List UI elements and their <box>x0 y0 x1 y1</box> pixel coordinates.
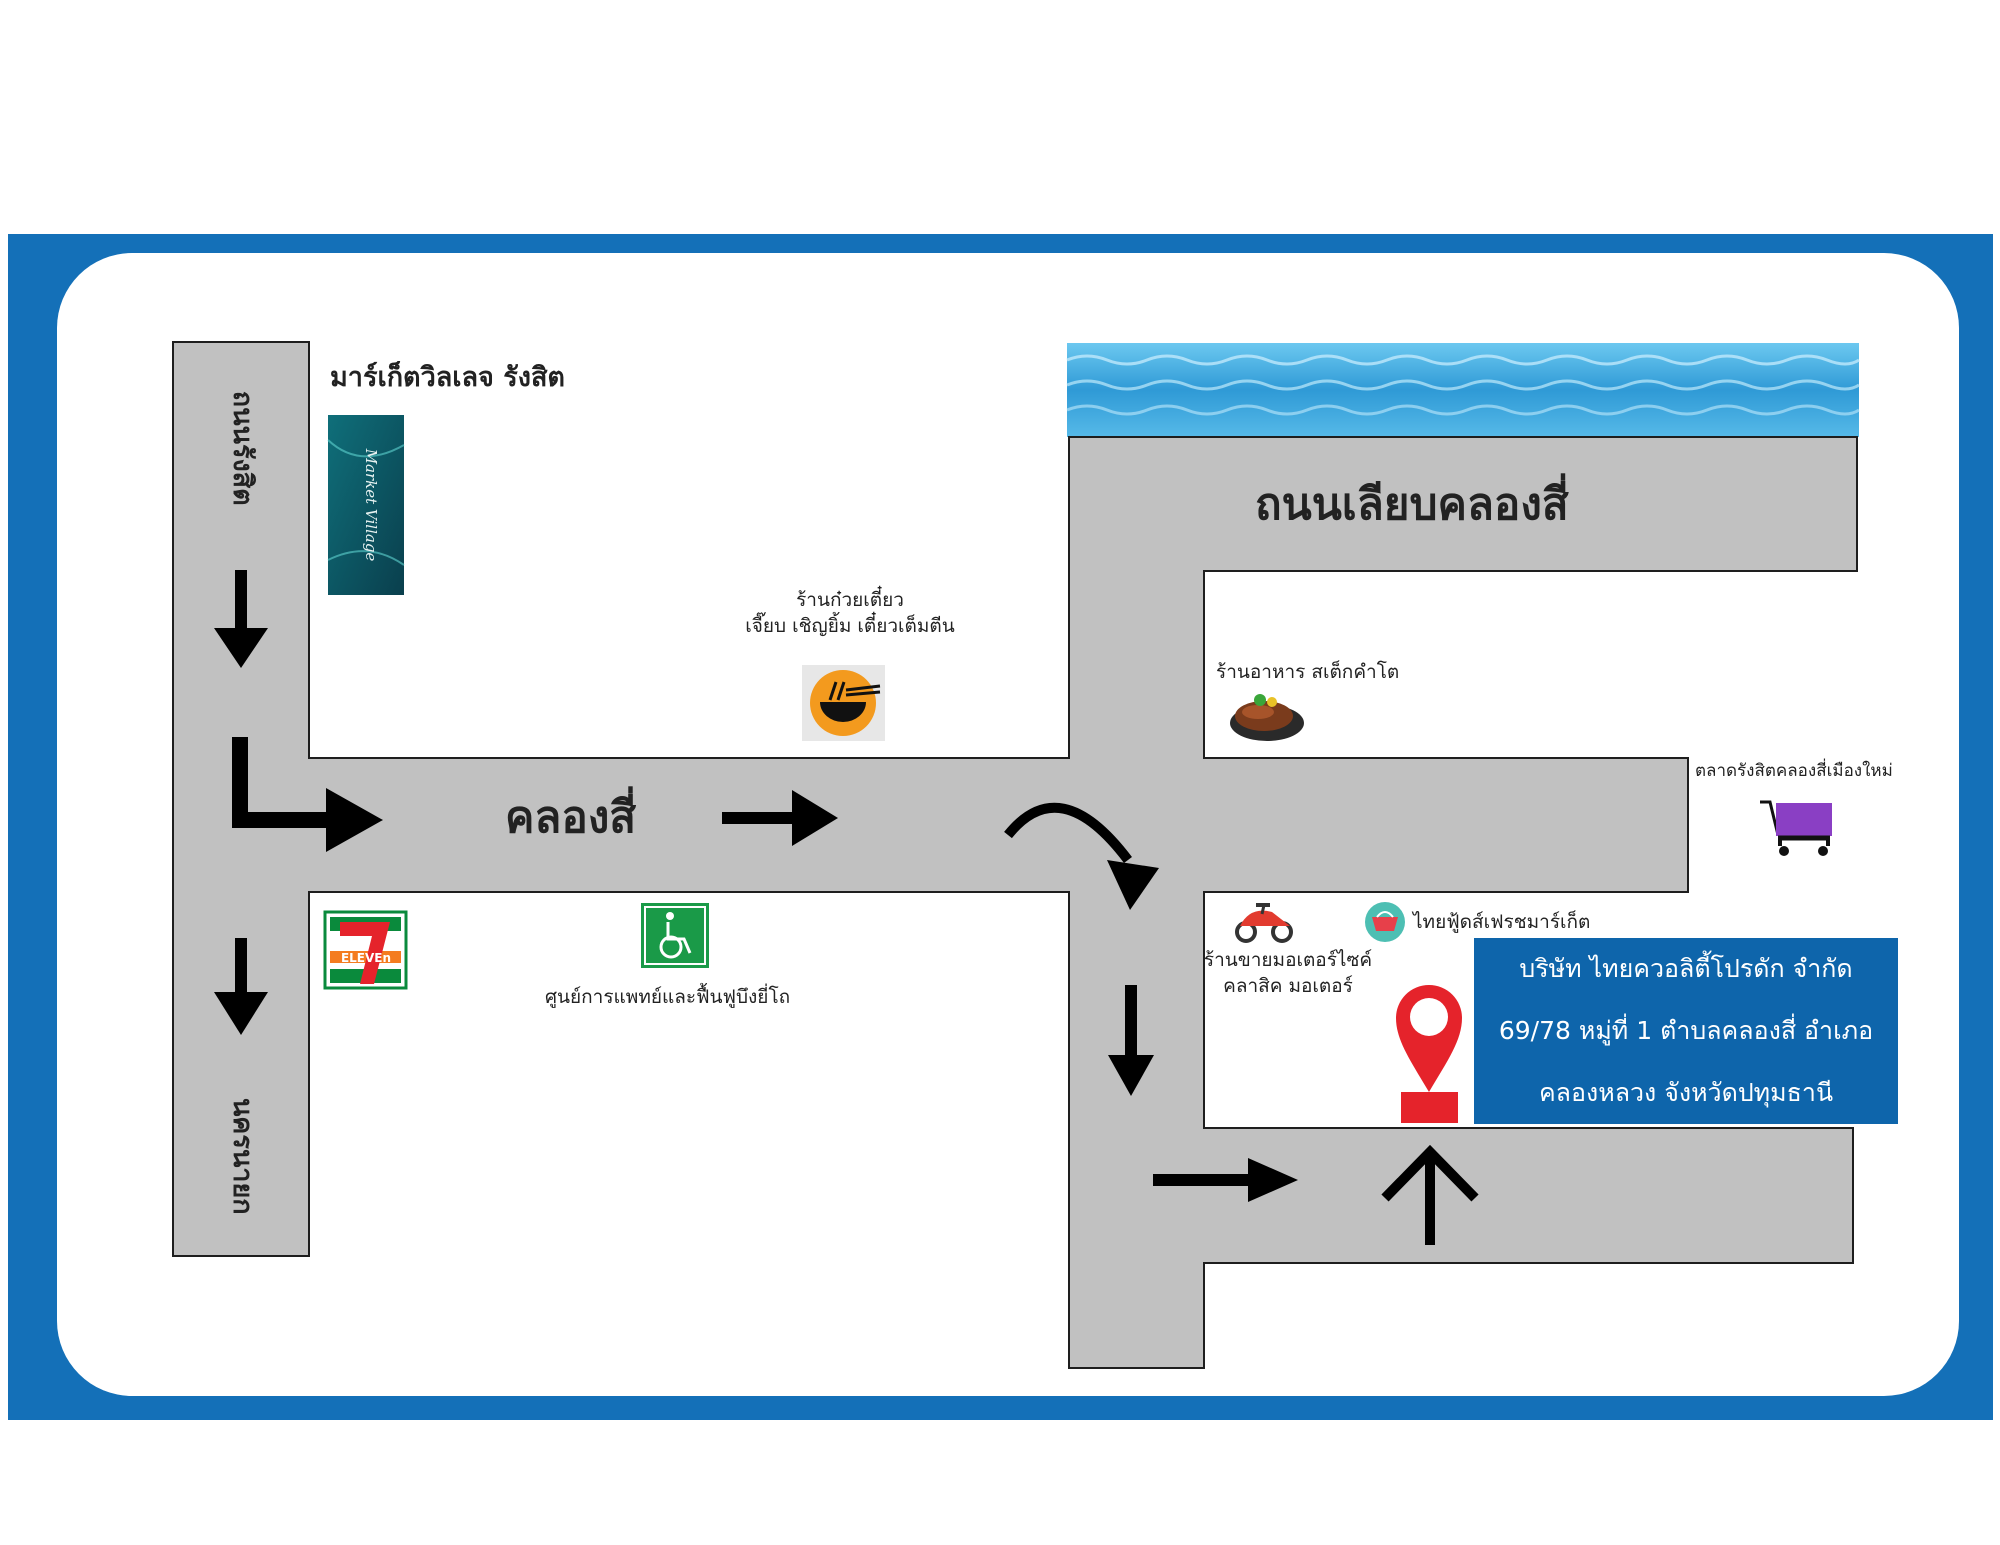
noodle-shop-line-1: ร้านก๋วยเตี๋ยว <box>796 589 904 611</box>
arrow-right-khlong-si <box>722 790 838 846</box>
arrow-down-connector <box>1108 985 1154 1096</box>
motorcycle-shop-line-2: คลาสิค มอเตอร์ <box>1223 974 1353 997</box>
noodle-bowl-icon <box>802 665 885 741</box>
place-label-noodle-shop: ร้านก๋วยเตี๋ยว เจี๊ยบ เชิญยิ้ม เตี๋ยวเต็… <box>740 588 960 639</box>
road-liap-khlong-si <box>1068 436 1858 572</box>
seven-eleven-logo: ELEVEn <box>323 910 408 990</box>
company-address-line-2: 69/78 หมู่ที่ 1 ตำบลคลองสี่ อำเภอ <box>1498 1016 1874 1045</box>
arrow-down-rangsit-bottom <box>214 938 268 1035</box>
motorcycle-shop-line-1: ร้านขายมอเตอร์ไซค์ <box>1203 949 1373 971</box>
road-label-liap-khlong-si: ถนนเลียบคลองสี่ <box>1255 479 1569 530</box>
shopping-cart-icon <box>1760 800 1832 856</box>
noodle-shop-line-2: เจี๊ยบ เชิญยิ้ม เตี๋ยวเต็มตีน <box>745 614 955 637</box>
road-khlong-si <box>308 757 1689 893</box>
place-label-thai-food-market: ไทยฟู้ดส์เฟรชมาร์เก็ต <box>1413 911 1591 933</box>
company-address-box: บริษัท ไทยควอลิตี้โปรดัก จำกัด 69/78 หมู… <box>1474 938 1898 1124</box>
market-village-logo-text: Market Village <box>362 448 380 562</box>
company-address-line-3: คลองหลวง จังหวัดปทุมธานี <box>1538 1078 1834 1107</box>
road-label-khlong-si: คลองสี่ <box>505 792 637 843</box>
place-label-rangsit-market: ตลาดรังสิตคลองสี่เมืองใหม่ <box>1695 761 1893 781</box>
place-label-market-village: มาร์เก็ตวิลเลจ รังสิต <box>330 362 565 393</box>
steak-icon <box>1230 694 1304 741</box>
basket-icon <box>1365 902 1405 942</box>
road-connector-upper <box>1068 570 1205 759</box>
motorcycle-icon <box>1235 903 1293 943</box>
seven-eleven-logo-text: ELEVEn <box>341 951 391 965</box>
wheelchair-icon <box>641 903 709 968</box>
road-connector-lower <box>1068 891 1205 1369</box>
location-pin-icon <box>1396 985 1462 1123</box>
arrow-turn-right-into-khlong-si <box>232 737 383 852</box>
place-label-steak-restaurant: ร้านอาหาร สเต็กคำโต <box>1216 661 1400 683</box>
road-label-rangsit: ถนนรังสิต <box>227 390 259 506</box>
arrow-down-rangsit-top <box>214 570 268 668</box>
canal-water <box>1066 343 1860 437</box>
road-label-nakhon-nayok: นครนายก <box>227 1097 259 1215</box>
arrow-up-to-company <box>1381 1144 1479 1245</box>
market-village-logo: Market Village <box>327 415 405 595</box>
place-label-rehab-center: ศูนย์การแพทย์และฟื้นฟูบึงยี่โถ <box>545 986 791 1008</box>
road-company-soi <box>1203 1127 1854 1264</box>
place-label-motorcycle-shop: ร้านขายมอเตอร์ไซค์ คลาสิค มอเตอร์ <box>1198 948 1378 999</box>
arrow-curve-down <box>1004 802 1159 910</box>
company-name: บริษัท ไทยควอลิตี้โปรดัก จำกัด <box>1519 954 1853 983</box>
arrow-right-company-soi <box>1153 1158 1298 1202</box>
